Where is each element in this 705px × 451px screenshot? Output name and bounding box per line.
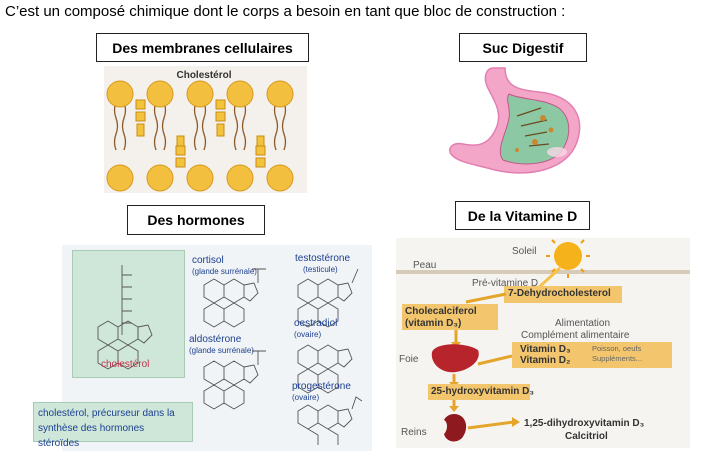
intro-text: C’est un composé chimique dont le corps … bbox=[5, 3, 566, 20]
oestradiol-source: (ovaire) bbox=[294, 330, 322, 339]
previt-label: Pré-vitamine D bbox=[472, 278, 539, 289]
cortisol-name: cortisol bbox=[192, 255, 224, 266]
vitamin-list: Vitamin D₃ Vitamin D₂ bbox=[520, 344, 571, 366]
liver-label: Foie bbox=[399, 354, 419, 365]
testosterone-name: testostérone bbox=[295, 253, 351, 264]
cholecalciferol-line-1: Cholecalciferol bbox=[405, 306, 477, 317]
skin-line bbox=[396, 270, 690, 274]
vitd-label: De la Vitamine D bbox=[467, 207, 578, 224]
suc-label: Suc Digestif bbox=[482, 39, 564, 56]
kidney-icon bbox=[444, 414, 467, 442]
vitamin-d3: Vitamin D₃ bbox=[520, 344, 571, 355]
stomach-illustration bbox=[449, 67, 581, 174]
aldosterone-source: (glande surrénale) bbox=[189, 346, 254, 355]
food-particles bbox=[516, 107, 550, 147]
hormones-caption: cholestérol, précurseur dans la synthèse… bbox=[33, 402, 193, 449]
lipid-tails bbox=[113, 101, 287, 151]
alimentation-label: Alimentation bbox=[555, 318, 611, 329]
lipid-heads-bottom bbox=[106, 164, 294, 192]
progesterone-source: (ovaire) bbox=[292, 393, 320, 402]
cholesterol-highlight bbox=[72, 250, 185, 378]
hormones-caption-line-2: synthèse des hormones stéroïdes bbox=[38, 423, 145, 449]
vitd-label-box: De la Vitamine D bbox=[455, 201, 590, 230]
dehydro-label: 7-Dehydrocholesterol bbox=[508, 288, 611, 299]
food-chunks bbox=[515, 115, 554, 152]
lipid-heads-top bbox=[106, 80, 294, 108]
membrane-illustration: Cholestérol bbox=[104, 66, 307, 193]
cholesterol-name: cholestérol bbox=[101, 359, 150, 370]
kidney-label: Reins bbox=[401, 427, 427, 438]
cholecalciferol-line-2: (vitamin D₃) bbox=[405, 318, 462, 329]
hormones-caption-line-1: cholestérol, précurseur dans la bbox=[38, 408, 175, 419]
hydroxy-label: 25-hydroxyvitamin D₃ bbox=[431, 386, 534, 397]
liver-icon bbox=[431, 344, 479, 373]
cholesterol-molecules bbox=[135, 99, 266, 168]
membranes-label-box: Des membranes cellulaires bbox=[96, 33, 309, 62]
testosterone-source: (testicule) bbox=[303, 265, 338, 274]
sun-icon bbox=[546, 239, 590, 278]
calcitriol-label: Calcitriol bbox=[565, 431, 608, 442]
skin-label: Peau bbox=[413, 260, 437, 271]
source-line-1: Poisson, oeufs bbox=[592, 344, 642, 353]
complement-label: Complément alimentaire bbox=[521, 330, 630, 341]
sun-label: Soleil bbox=[512, 246, 537, 257]
steroid-structures bbox=[97, 265, 363, 445]
oestradiol-name: oestradiol bbox=[294, 318, 338, 329]
cholecalciferol-label: Cholecalciferol (vitamin D₃) bbox=[405, 306, 477, 330]
hormones-label-box: Des hormones bbox=[127, 205, 265, 235]
membranes-label: Des membranes cellulaires bbox=[112, 39, 293, 56]
vitamin-sources: Poisson, oeufs Suppléments... bbox=[592, 344, 642, 364]
vitd-pathway bbox=[402, 239, 672, 442]
hormones-label: Des hormones bbox=[147, 212, 245, 228]
progesterone-name: progestérone bbox=[292, 381, 351, 392]
dihydroxy-label: 1,25-dihydroxyvitamin D₃ bbox=[524, 418, 645, 429]
aldosterone-name: aldostérone bbox=[189, 334, 242, 345]
source-line-2: Suppléments... bbox=[592, 354, 643, 363]
cortisol-source: (glande surrénale) bbox=[192, 267, 257, 276]
cholesterol-membrane-label: Cholestérol bbox=[176, 70, 231, 81]
suc-label-box: Suc Digestif bbox=[459, 33, 587, 62]
vitamin-d2: Vitamin D₂ bbox=[520, 355, 571, 366]
